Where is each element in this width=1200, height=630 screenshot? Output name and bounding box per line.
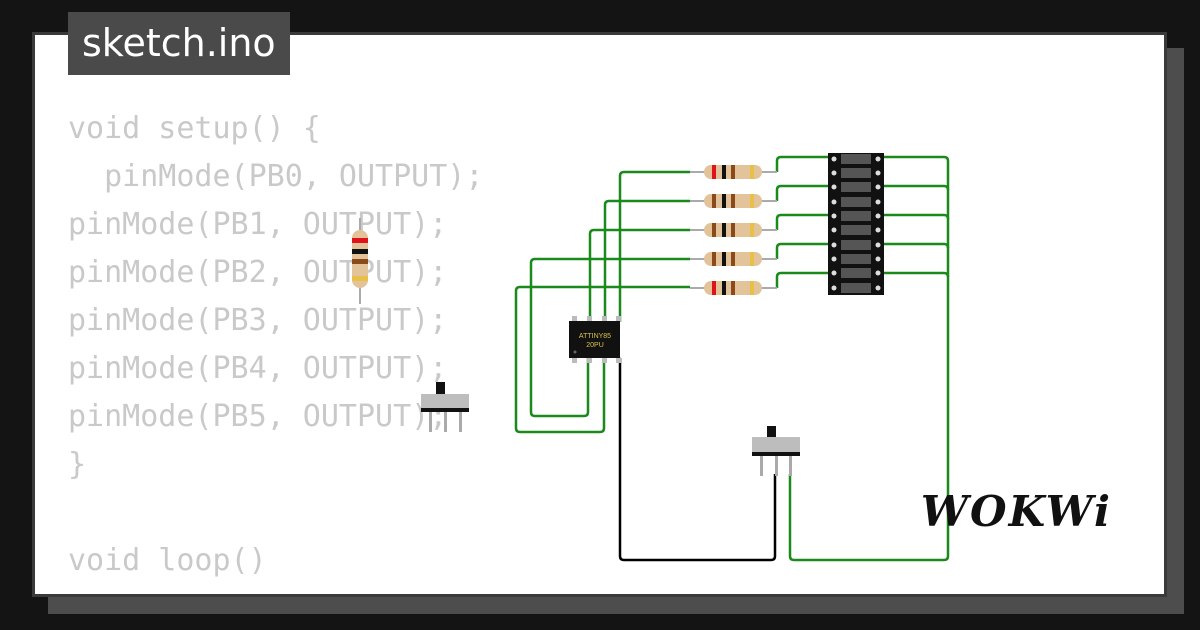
resistor-array: [690, 165, 777, 295]
slide-switch-right[interactable]: [752, 426, 800, 476]
code-line: pinMode(PB3, OUTPUT);: [68, 303, 448, 338]
wire: [618, 170, 690, 322]
file-tab: sketch.ino: [68, 12, 290, 75]
resistor-vertical[interactable]: [352, 218, 368, 304]
wire: [775, 213, 832, 230]
code-line: {if digitalRead(PB5) == HIGH: [68, 585, 574, 594]
wire: [775, 242, 832, 259]
code-editor: void setup() { pinMode(PB0, OUTPUT); pinM…: [68, 105, 574, 594]
slide-switch-left[interactable]: [421, 382, 469, 432]
resistor[interactable]: [690, 194, 777, 208]
wire: [775, 184, 832, 201]
code-line: void loop(): [68, 543, 267, 578]
code-line: pinMode(PB1, OUTPUT);: [68, 207, 448, 242]
resistor[interactable]: [690, 252, 777, 266]
wire: [878, 242, 950, 249]
code-line: }: [68, 447, 87, 482]
resistor[interactable]: [690, 281, 777, 295]
circuit-diagram: ATTINY85 20PU: [352, 153, 950, 562]
wire: [878, 213, 950, 220]
resistor[interactable]: [690, 165, 777, 179]
preview-card: void setup() { pinMode(PB0, OUTPUT); pinM…: [32, 32, 1167, 597]
code-line: void setup() {: [68, 111, 321, 146]
attiny85-chip[interactable]: ATTINY85 20PU: [569, 316, 621, 363]
black-wire: [618, 358, 777, 562]
led-bar-graph[interactable]: [828, 153, 884, 295]
wire: [788, 155, 950, 562]
wire: [775, 155, 832, 172]
wire: [514, 285, 690, 434]
resistor[interactable]: [690, 223, 777, 237]
wire: [878, 184, 950, 191]
wire: [588, 228, 690, 322]
wire: [878, 271, 950, 278]
wire: [775, 271, 832, 288]
wire: [529, 257, 690, 418]
green-wires: [514, 155, 950, 562]
code-line: pinMode(PB2, OUTPUT);: [68, 255, 448, 290]
chip-label-line1: ATTINY85: [579, 333, 611, 340]
code-line: pinMode(PB4, OUTPUT);: [68, 351, 448, 386]
chip-label-line2: 20PU: [586, 342, 604, 349]
code-line: pinMode(PB0, OUTPUT);: [68, 159, 484, 194]
wokwi-logo: WOKWi: [920, 487, 1112, 536]
wire: [603, 199, 690, 322]
